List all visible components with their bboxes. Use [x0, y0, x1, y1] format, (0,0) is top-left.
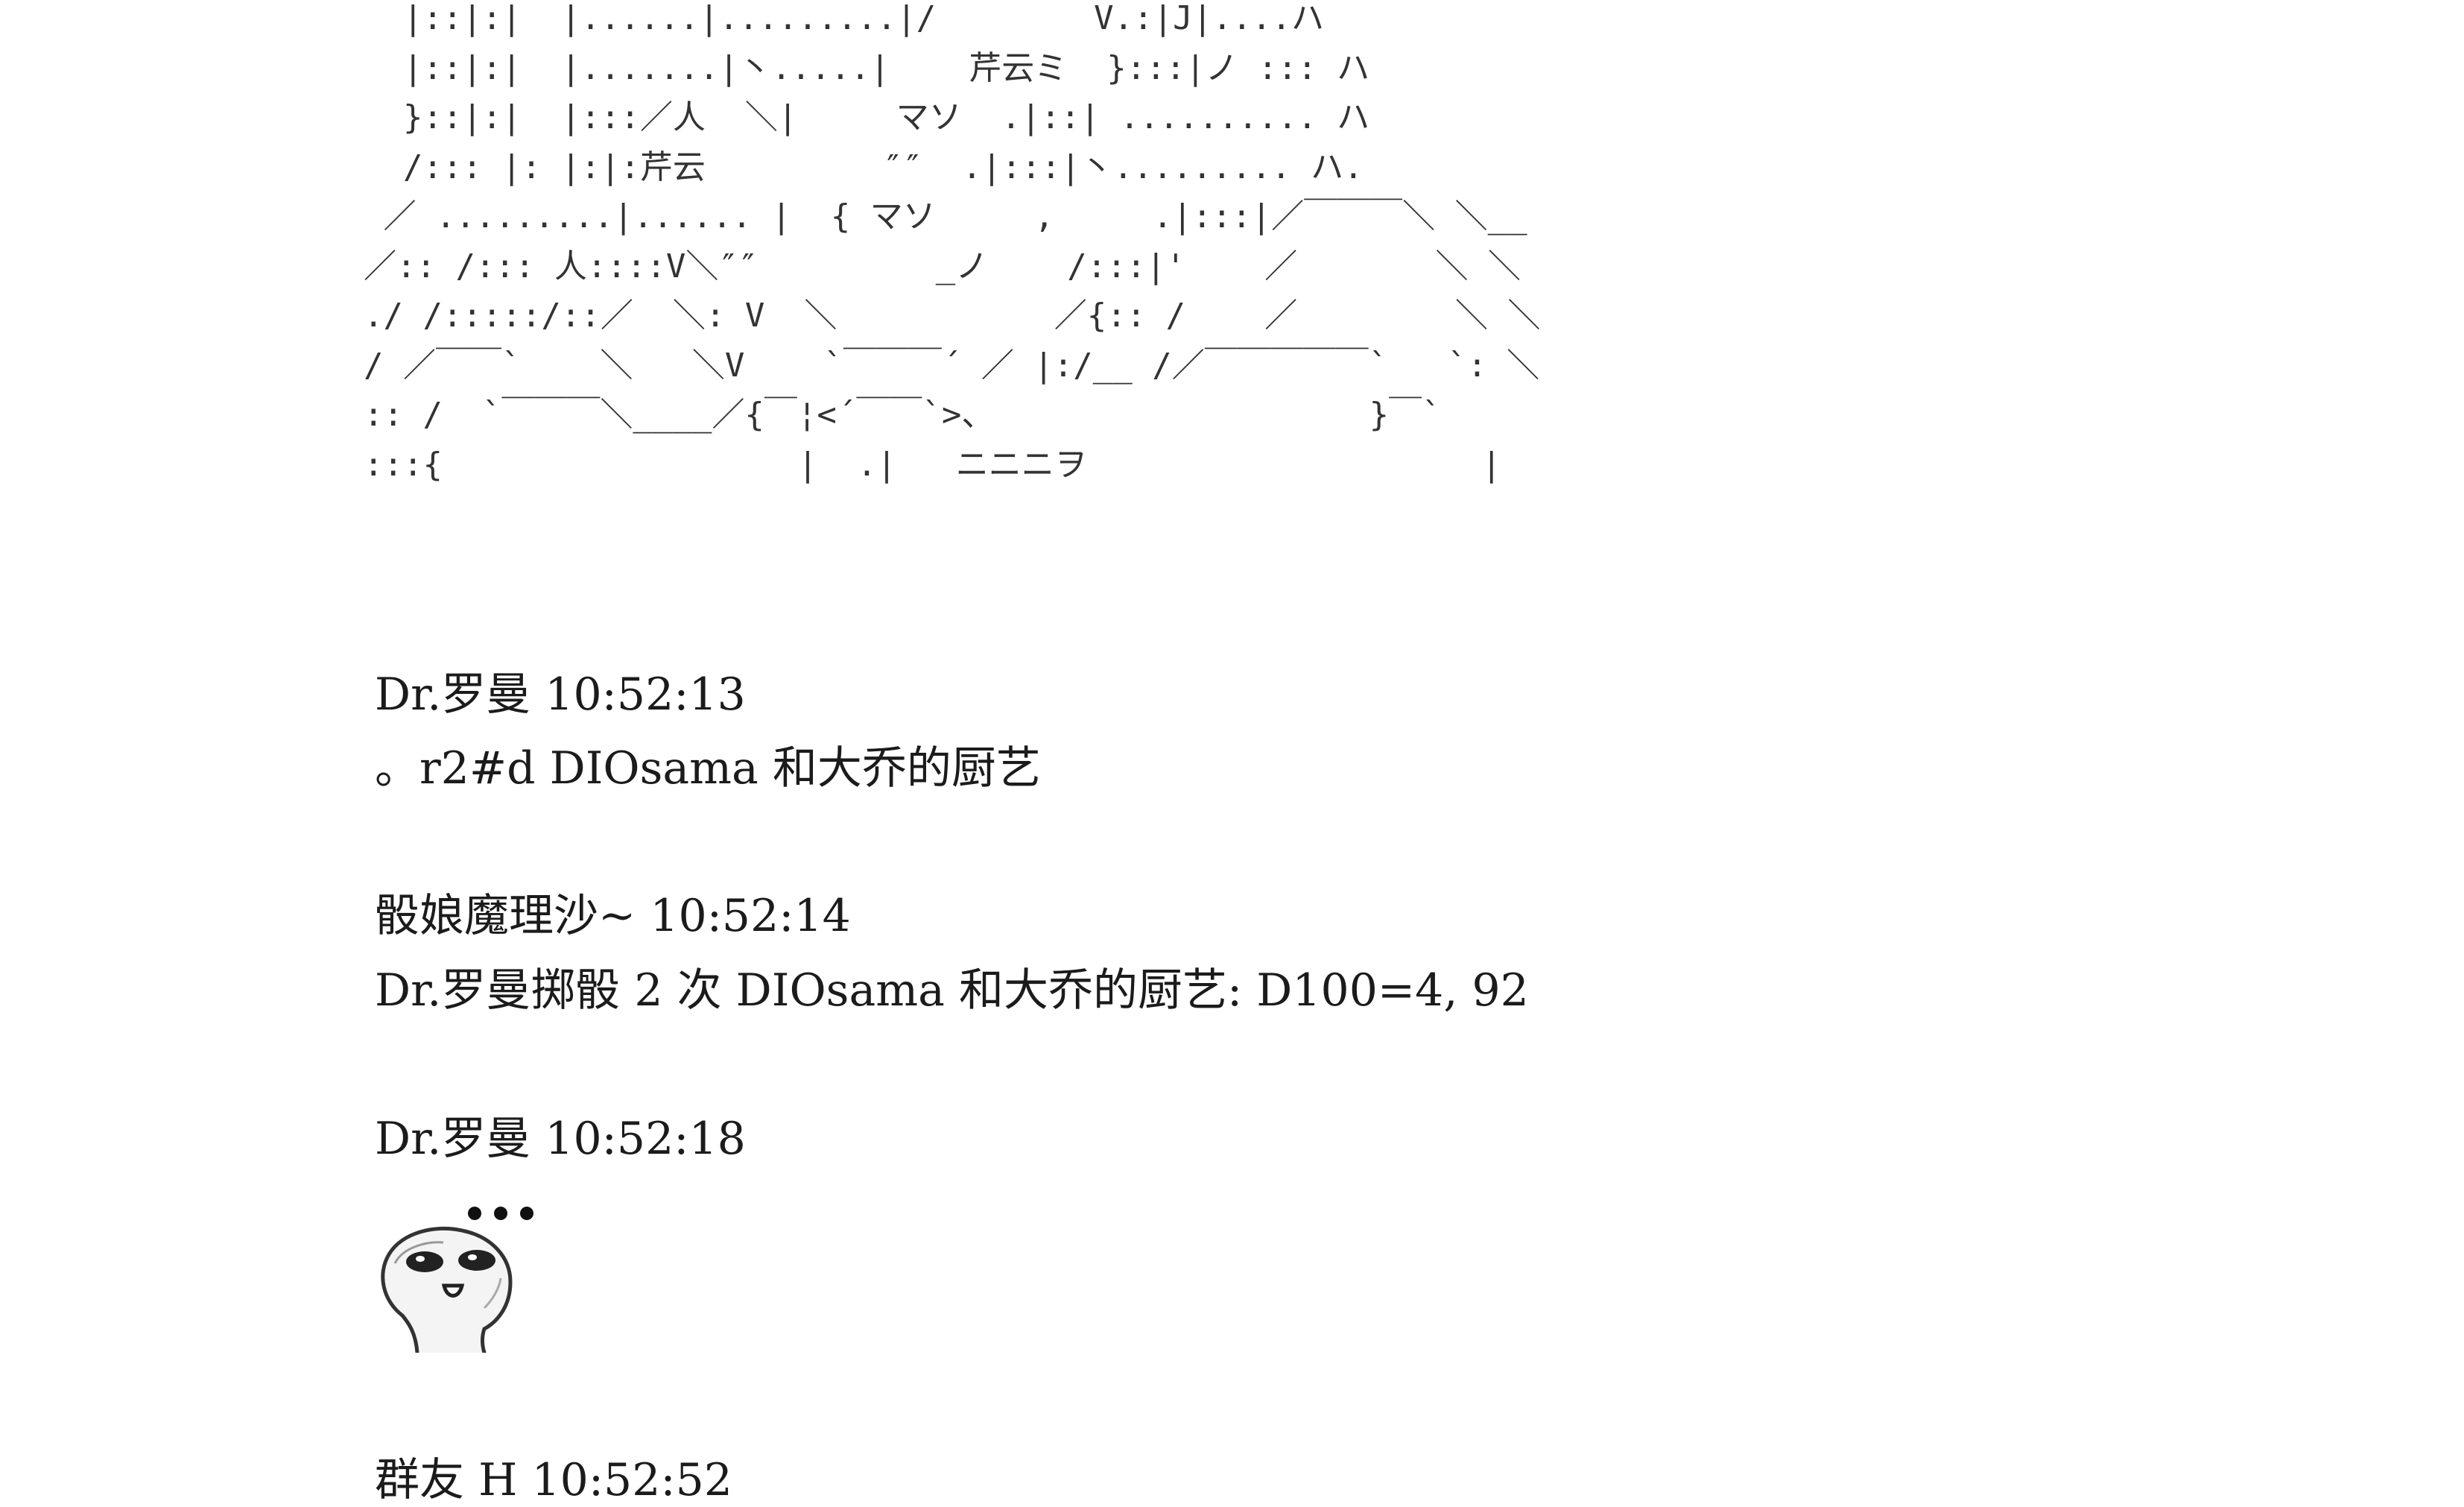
message-header: 群友 H 10:52:52	[375, 1454, 732, 1506]
ascii-art-line: / ／￣￣` ＼ ＼V `￣￣￣´ ／ |:/__ /／￣￣￣￣￣` `: ＼	[364, 346, 1540, 385]
message-body: Dr.罗曼掷骰 2 次 DIOsama 和大乔的厨艺: D100=4, 92	[375, 964, 1529, 1017]
ascii-art-line: /::: |: |:|:芹云 ″″ .|:::|丶......... ハ.	[364, 148, 1364, 186]
ascii-art-line: ./ /:::::/::／ ＼: V ＼ ／{:: / ／ ＼ ＼	[364, 297, 1541, 335]
ascii-art-line: ／:: /::: 人::::V＼″″ _ノ /:::|' ／ ＼ ＼	[364, 247, 1521, 285]
message-header: 骰娘魔理沙~ 10:52:14	[375, 890, 851, 942]
ascii-art-line: ／ .........|...... | { マソ , .|:::|／￣￣￣＼ …	[364, 198, 1527, 236]
ascii-art-line: :: / `￣￣￣＼____／{￣¦<´￣￣`>、 }￣`	[364, 396, 1442, 434]
message-body: 。r2#d DIOsama 和大乔的厨艺	[375, 742, 1041, 794]
message-header: Dr.罗曼 10:52:18	[375, 1113, 746, 1165]
ascii-art-line: |::|:| |.......|丶.....| 芹云ミ }:::|ノ ::: ハ	[364, 48, 1370, 87]
ascii-art-line: }::|:| |:::／人 ＼| マソ .|::| .......... ハ	[364, 98, 1370, 136]
ellipsis-face-sticker-icon	[381, 1207, 533, 1353]
ascii-art-line: :::{ | .| ニニニヲ |	[364, 445, 1502, 484]
ascii-art-line: |::|:| |......|.........|/ V.:|J|....ハ	[364, 0, 1325, 37]
ascii-art-block: |::|:| |......|.........|/ V.:|J|....ハ |…	[364, 0, 1854, 560]
message-header: Dr.罗曼 10:52:13	[375, 669, 746, 721]
